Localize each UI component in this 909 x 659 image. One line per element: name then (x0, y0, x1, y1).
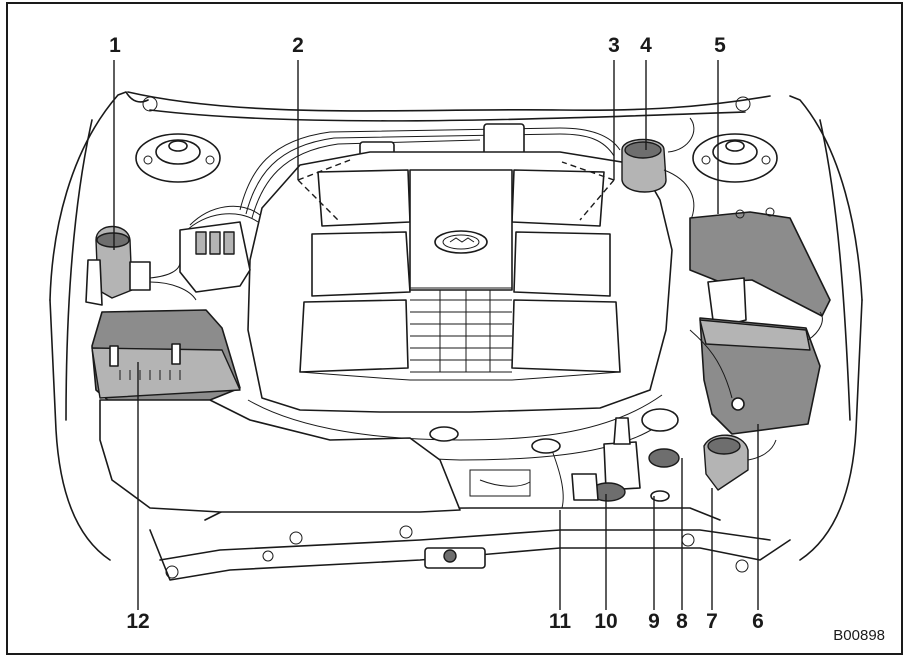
callout-3: 3 (608, 34, 620, 57)
battery (689, 311, 823, 435)
intake-duct (99, 399, 461, 513)
power-steering-reservoir (621, 117, 695, 223)
callout-8: 8 (676, 610, 688, 633)
leader-3-dashed-b (561, 161, 615, 181)
callout-4: 4 (640, 34, 652, 57)
brake-fluid-reservoir (85, 225, 151, 306)
callout-2: 2 (292, 34, 304, 57)
callout-9: 9 (648, 610, 660, 633)
callout-7: 7 (706, 610, 718, 633)
engine-cover (245, 151, 675, 461)
callout-5: 5 (714, 34, 726, 57)
cover-fins (410, 287, 512, 373)
oil-filler-cap (641, 408, 680, 468)
air-cleaner-case (91, 309, 241, 403)
lower-engine-details (429, 426, 561, 497)
callout-10: 10 (594, 610, 617, 633)
figure-code: B00898 (833, 627, 885, 644)
leader-lines (113, 60, 759, 610)
washer-fluid-tank (703, 434, 777, 491)
callout-labels: 1 2 3 4 5 6 7 8 9 10 11 12 (109, 34, 764, 633)
callout-12: 12 (126, 610, 149, 633)
callout-1: 1 (109, 34, 121, 57)
vehicle-body-outline (49, 91, 863, 561)
abs-unit (149, 221, 251, 301)
main-fuse-box (689, 207, 831, 329)
leader-3-dashed-a (579, 179, 615, 221)
callout-6: 6 (752, 610, 764, 633)
callout-11: 11 (549, 610, 572, 633)
coolant-reservoir (603, 417, 641, 491)
